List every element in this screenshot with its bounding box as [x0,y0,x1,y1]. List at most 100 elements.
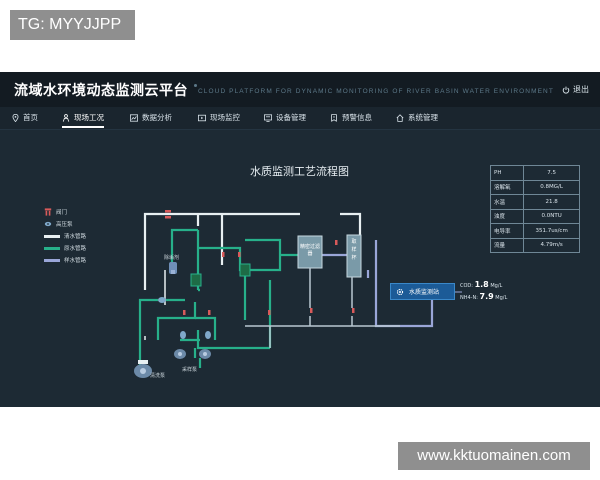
param-value: 4.79m/s [523,237,580,253]
param-name: PH [489,165,525,181]
nav-item-system[interactable]: 系统管理 [396,112,438,123]
process-canvas: 水质监测工艺流程图 阀门 高压泵 清水管路 原水管路 样水管路 [0,130,600,407]
param-name: 浊度 [489,208,525,224]
device-icon [264,113,272,122]
sample-pipe-swatch [44,258,60,262]
watermark-bottom: www.kktuomainen.com [398,442,590,470]
app-subtitle: CLOUD PLATFORM FOR DYNAMIC MONITORING OF… [198,88,554,95]
nav-item-data-analysis[interactable]: 数据分析 [130,112,172,123]
legend-raw-pipe: 原水管路 [44,242,86,254]
nav-item-site-status[interactable]: 现场工况 [62,112,104,123]
param-value: 21.8 [523,194,580,210]
legend-label: 清水管路 [64,234,87,240]
inlet-pump [158,297,166,303]
valve [183,310,186,315]
home-icon [396,113,404,122]
worker-icon [62,113,70,122]
station-label: 水质监测站 [409,289,440,296]
sample-pump-label: 采样泵 [182,367,198,373]
active-tab-underline [62,126,104,128]
nh4-readout: NH4-N: 7.9 Mg/L [460,292,507,301]
valve [352,308,355,313]
valve [335,240,338,245]
legend-label: 阀门 [56,210,68,216]
param-name: 流量 [489,237,525,253]
process-diagram [134,210,462,378]
pump-icon [44,221,52,227]
clean-pipe-swatch [44,234,60,238]
power-icon [562,86,570,94]
valve [268,310,271,315]
readout-name: NH4-N: [460,295,478,301]
nav-label-devices: 设备管理 [276,113,306,122]
sample-pump-a [174,349,186,359]
filter-label: 精密过滤器 [299,244,320,257]
nav-item-alerts[interactable]: 预警信息 [330,112,372,123]
clean-pump-label: 清洗泵 [150,373,166,379]
nav-item-home[interactable]: 首页 [12,112,38,123]
legend-label: 高压泵 [56,222,73,228]
param-value: 0.0NTU [523,208,580,224]
valve [165,216,171,219]
nav-label-site-video: 现场监控 [210,113,240,122]
app-header: 流域水环境动态监测云平台 CLOUD PLATFORM FOR DYNAMIC … [0,72,600,107]
exit-button[interactable]: 退出 [562,84,589,95]
monitoring-app: 流域水环境动态监测云平台 CLOUD PLATFORM FOR DYNAMIC … [0,72,600,407]
legend-sample-pipe: 样水管路 [44,254,86,266]
pump-head-a [180,331,186,339]
param-name: 溶解氧 [489,179,525,195]
raw-tank-2 [239,263,251,277]
legend-label: 原水管路 [64,246,87,252]
watermark-top: TG: MYYJJPP [10,10,135,40]
exit-label: 退出 [573,85,589,94]
output-lines [245,268,400,348]
video-icon [198,114,206,121]
param-value: 7.5 [523,165,580,181]
nav-label-home: 首页 [23,113,38,122]
valve [310,308,313,313]
legend-clean-pipe: 清水管路 [44,230,86,242]
gear-icon [396,288,404,295]
clean-pump [134,360,152,378]
nav-label-data-analysis: 数据分析 [142,113,172,122]
readout-unit: Mg/L [495,295,508,301]
valve [165,210,171,213]
readout-name: COD: [460,283,473,289]
param-value: 351.7us/cm [523,223,580,239]
raw-pipe-swatch [44,246,60,250]
valve [238,252,241,257]
readout-value: 7.9 [479,292,494,301]
cod-readout: COD: 1.8 Mg/L [460,280,502,289]
monitoring-station[interactable]: 水质监测站 [390,283,455,300]
sample-cup-box [346,234,362,278]
valves [165,210,355,315]
nav-label-site-status: 现场工况 [74,113,104,122]
subtitle-dot [194,84,197,87]
clean-pipes [143,212,362,290]
readout-unit: Mg/L [490,283,503,289]
sample-cup-label: 取样杯 [351,239,357,261]
nav-item-devices[interactable]: 设备管理 [264,112,306,123]
sample-pump-b [199,349,211,359]
param-name: 电导率 [489,223,525,239]
legend-valve: 阀门 [44,206,86,218]
main-nav: 首页 现场工况 数据分析 现场监控 设备管理 预警信息 系统管理 [0,107,600,130]
valve-icon [44,208,52,216]
frame-lines [144,270,166,340]
raw-pipes [138,228,300,370]
nav-item-site-video[interactable]: 现场监控 [198,112,240,123]
sample-pipes [320,240,434,328]
legend: 阀门 高压泵 清水管路 原水管路 样水管路 [44,206,86,266]
legend-label: 样水管路 [64,258,87,264]
chart-icon [130,113,138,122]
nav-label-system: 系统管理 [408,113,438,122]
dosing-tank [169,262,177,274]
raw-tank-1 [190,273,202,287]
